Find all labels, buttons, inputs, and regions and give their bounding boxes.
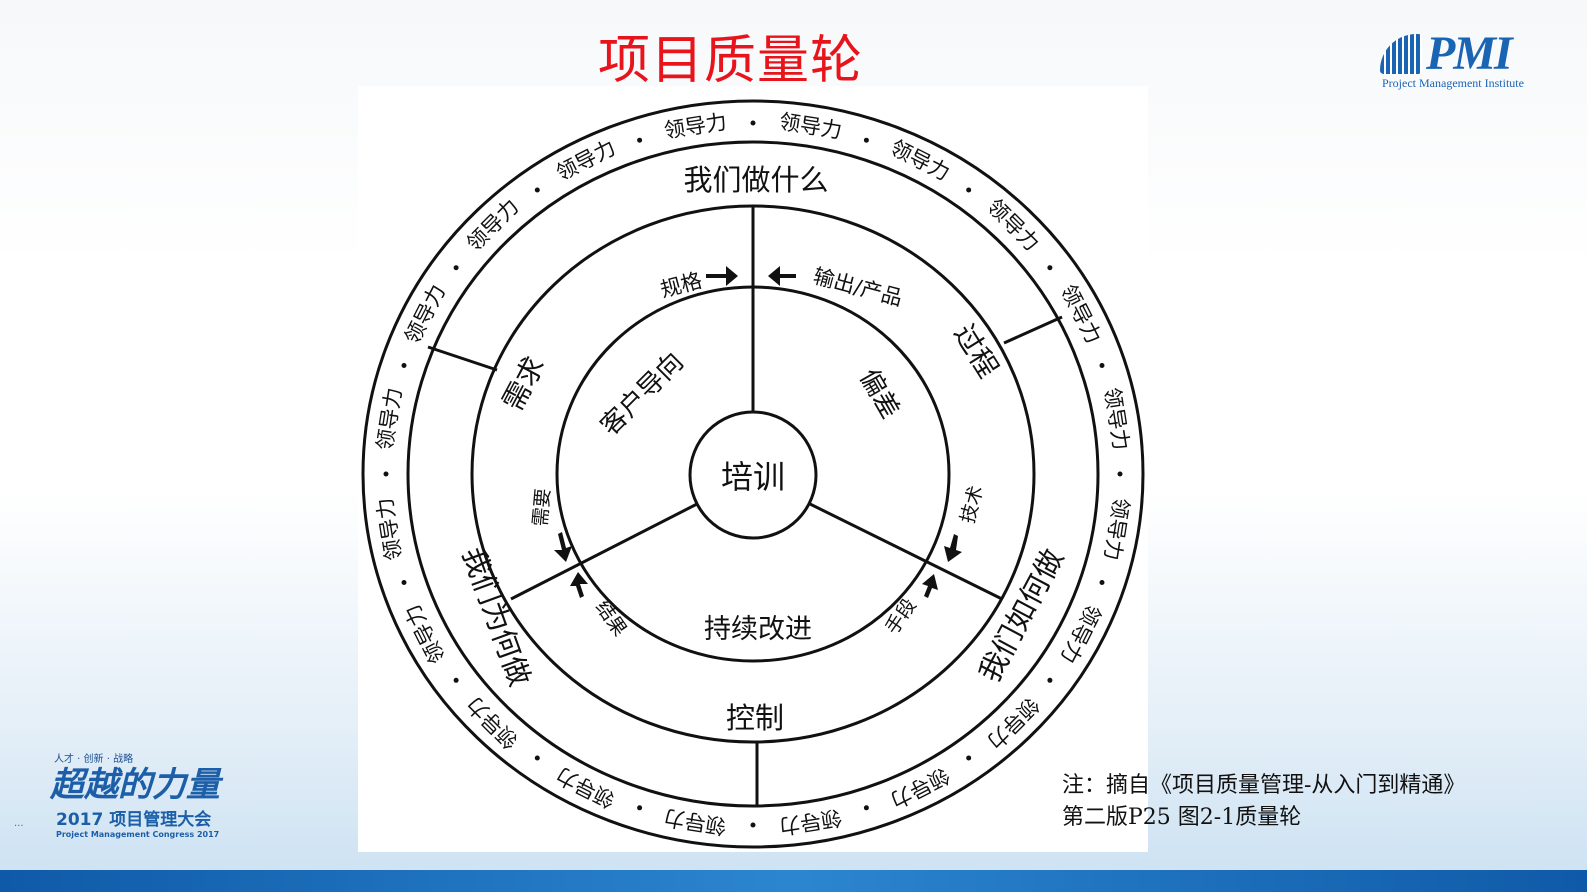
label-why-we-do: 我们为何做 bbox=[456, 543, 538, 691]
leadership-label: 领导力 bbox=[373, 496, 407, 562]
label-process: 过程 bbox=[947, 318, 1005, 383]
label-means: 手段 bbox=[881, 595, 921, 639]
arrow-left-icon bbox=[768, 266, 796, 286]
leadership-label: 领导力 bbox=[373, 386, 407, 452]
congress-title: 2017 项目管理大会 bbox=[56, 810, 212, 830]
note-line-1: 注：摘自《项目质量管理-从入门到精通》 bbox=[1062, 773, 1466, 798]
leadership-label: 领导力 bbox=[1056, 281, 1106, 348]
congress-slogan: 超越的力量 bbox=[50, 765, 220, 805]
leadership-label: 领导力 bbox=[662, 110, 728, 144]
divider-outer-top-right bbox=[1003, 315, 1063, 345]
leadership-separator-dot bbox=[401, 580, 407, 585]
leadership-label: 领导力 bbox=[400, 600, 450, 667]
source-note: 注：摘自《项目质量管理-从入门到精通》 第二版P25 图2-1质量轮 bbox=[1062, 770, 1465, 834]
leadership-label: 领导力 bbox=[462, 692, 524, 754]
leadership-separator-dot bbox=[1099, 363, 1105, 368]
slide-title: 项目质量轮 bbox=[598, 31, 864, 91]
label-what-we-do: 我们做什么 bbox=[683, 163, 828, 197]
label-spec: 规格 bbox=[658, 268, 705, 302]
leadership-separator-dot bbox=[383, 471, 389, 477]
leadership-label: 领导力 bbox=[400, 281, 450, 348]
leadership-separator-dot bbox=[534, 755, 540, 761]
congress-tagline: 人才 · 创新 · 战略 bbox=[54, 754, 134, 765]
leadership-label: 领导力 bbox=[462, 194, 524, 256]
arrow-down-icon bbox=[554, 532, 572, 562]
leadership-label: 领导力 bbox=[1056, 600, 1106, 667]
arrow-up-icon bbox=[570, 572, 588, 598]
leadership-separator-dot bbox=[966, 755, 972, 761]
leadership-label: 领导力 bbox=[1100, 386, 1134, 452]
arrows bbox=[554, 266, 962, 598]
quality-wheel-diagram: 领导力领导力领导力领导力领导力领导力领导力领导力领导力领导力领导力领导力领导力领… bbox=[361, 99, 1145, 849]
page-dots: ... bbox=[14, 818, 24, 829]
label-tech: 技术 bbox=[957, 483, 988, 525]
pmi-logo: PMI Project Management Institute bbox=[1380, 30, 1540, 94]
label-continuous-improvement: 持续改进 bbox=[704, 614, 812, 645]
center-label: 培训 bbox=[721, 458, 785, 496]
divider-lower-left bbox=[510, 502, 698, 601]
label-requirements: 需求 bbox=[496, 351, 551, 416]
diagram-panel: 领导力领导力领导力领导力领导力领导力领导力领导力领导力领导力领导力领导力领导力领… bbox=[358, 86, 1148, 852]
congress-logo: 人才 · 创新 · 战略 超越的力量 2017 项目管理大会 Project M… bbox=[50, 750, 240, 839]
leadership-separator-dot bbox=[1099, 580, 1105, 585]
leadership-inner-circle bbox=[406, 140, 1100, 808]
leadership-separator-dot bbox=[453, 265, 459, 271]
leadership-label: 领导力 bbox=[552, 763, 619, 813]
leadership-separator-dot bbox=[1117, 471, 1123, 477]
leadership-separator-dot bbox=[1047, 265, 1053, 271]
pmi-logo-subtitle: Project Management Institute bbox=[1382, 76, 1524, 90]
leadership-label: 领导力 bbox=[552, 135, 619, 185]
divider-outer-top-left bbox=[427, 345, 498, 372]
leadership-separator-dot bbox=[637, 805, 643, 811]
pmi-logo-mark: PMI bbox=[1426, 27, 1513, 80]
leadership-separator-dot bbox=[1047, 677, 1053, 683]
divider-lower-right bbox=[809, 502, 1003, 601]
leadership-label: 领导力 bbox=[662, 805, 728, 839]
label-needs: 需要 bbox=[529, 488, 554, 528]
label-deviation: 偏差 bbox=[853, 364, 905, 424]
label-result: 结果 bbox=[591, 597, 631, 641]
label-control: 控制 bbox=[726, 701, 784, 735]
leadership-separator-dot bbox=[453, 677, 459, 683]
leadership-label: 领导力 bbox=[1100, 496, 1134, 562]
leadership-label: 领导力 bbox=[887, 763, 954, 813]
congress-english: Project Management Congress 2017 bbox=[56, 830, 220, 839]
leadership-separator-dot bbox=[863, 805, 869, 811]
leadership-label: 领导力 bbox=[778, 110, 844, 144]
leadership-separator-dot bbox=[750, 822, 756, 828]
leadership-separator-dot bbox=[966, 187, 972, 193]
leadership-label: 领导力 bbox=[887, 135, 954, 185]
arrow-right-icon bbox=[706, 266, 738, 286]
leadership-label: 领导力 bbox=[778, 805, 844, 839]
globe-icon bbox=[1380, 34, 1422, 74]
label-output: 输出/产品 bbox=[811, 264, 905, 311]
outer-circle bbox=[361, 99, 1145, 849]
note-line-2: 第二版P25 图2-1质量轮 bbox=[1062, 805, 1302, 830]
leadership-separator-dot bbox=[863, 137, 869, 143]
leadership-separator-dot bbox=[401, 363, 407, 368]
leadership-separator-dot bbox=[637, 137, 643, 143]
label-how-we-do: 我们如何做 bbox=[972, 543, 1070, 687]
bottom-bar bbox=[0, 870, 1587, 892]
label-customer-focus: 客户导向 bbox=[595, 347, 690, 442]
leadership-separator-dot bbox=[534, 187, 540, 193]
leadership-label: 领导力 bbox=[982, 194, 1044, 256]
leadership-label: 领导力 bbox=[982, 692, 1044, 754]
arrow-down-icon bbox=[944, 534, 962, 562]
leadership-separator-dot bbox=[750, 120, 756, 126]
arrow-up-icon bbox=[922, 574, 938, 598]
